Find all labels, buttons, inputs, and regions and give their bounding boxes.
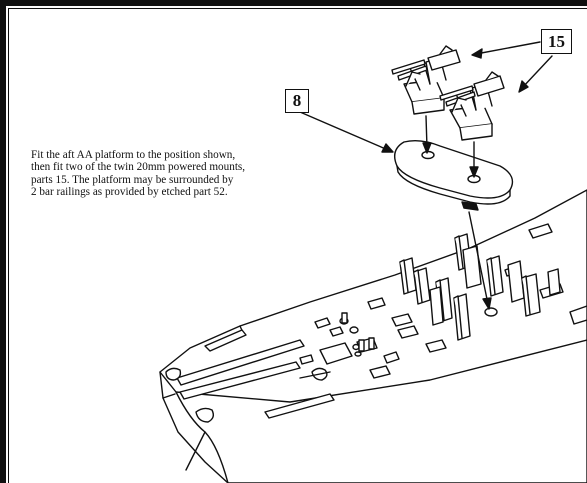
part-callout-8: 8 bbox=[285, 89, 309, 113]
twin-20mm-mount-right bbox=[439, 71, 505, 141]
frame-inner-border bbox=[8, 8, 587, 483]
superstructure bbox=[399, 233, 561, 341]
assembly-instructions: Fit the aft AA platform to the position … bbox=[31, 149, 351, 199]
instruction-line: 2 bar railings as provided by etched par… bbox=[31, 186, 228, 199]
instruction-line: then fit two of the twin 20mm powered mo… bbox=[31, 161, 246, 174]
aa-platform bbox=[394, 139, 514, 211]
ship-hull bbox=[159, 189, 587, 483]
leader-arrows bbox=[299, 41, 553, 310]
frame-top-border bbox=[0, 0, 587, 6]
instruction-line: Fit the aft AA platform to the position … bbox=[31, 149, 236, 161]
twin-20mm-mount-left bbox=[391, 45, 461, 115]
frame-left-border bbox=[0, 0, 6, 483]
part-callout-15: 15 bbox=[541, 29, 572, 54]
instruction-line: parts 15. The platform may be surrounded… bbox=[31, 173, 234, 186]
